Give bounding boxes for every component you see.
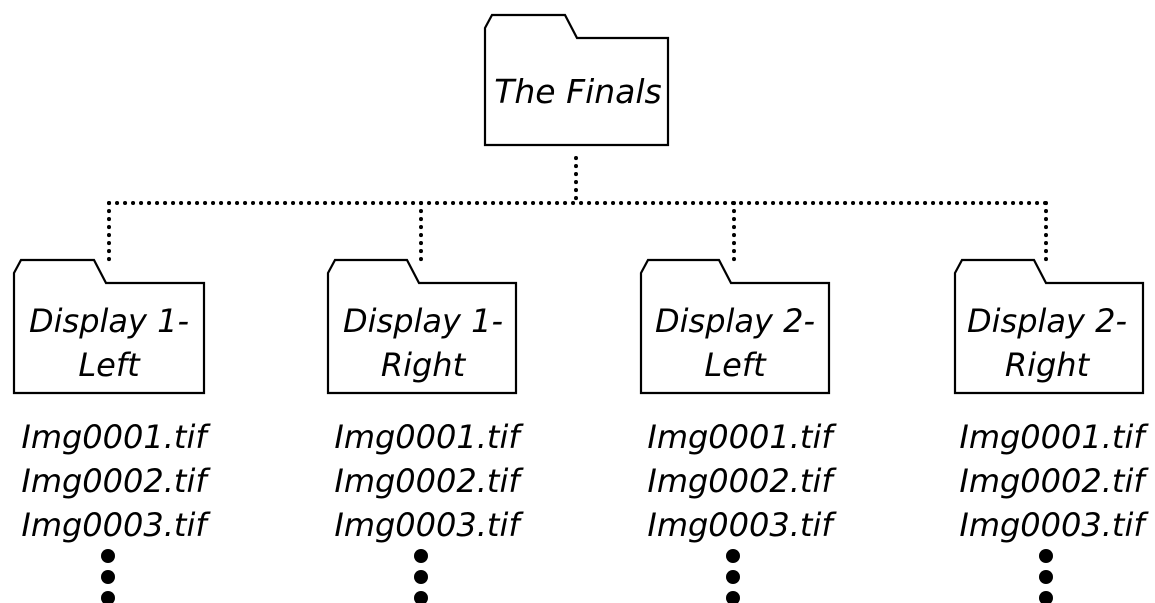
folder-display-2-right[interactable]: Display 2- Right [953, 258, 1145, 395]
folder-label-line-2: Left [78, 346, 141, 384]
folder-label-line-1: Display 2- [967, 302, 1127, 340]
vertical-ellipsis-icon [1039, 549, 1053, 603]
file-name[interactable]: Img0002.tif [21, 462, 211, 500]
root-folder-label: The Finals [494, 72, 662, 111]
file-name[interactable]: Img0002.tif [959, 462, 1149, 500]
folder-label-line-2: Right [1005, 346, 1091, 384]
folder-icon [483, 13, 670, 147]
file-name[interactable]: Img0001.tif [334, 418, 524, 456]
file-name[interactable]: Img0002.tif [647, 462, 837, 500]
folder-label-line-1: Display 1- [29, 302, 189, 340]
folder-icon [639, 258, 831, 395]
file-name[interactable]: Img0001.tif [647, 418, 837, 456]
folder-display-1-left[interactable]: Display 1- Left [12, 258, 206, 395]
folder-label-line-2: Left [704, 346, 767, 384]
file-name[interactable]: Img0001.tif [21, 418, 211, 456]
folder-icon [953, 258, 1145, 395]
folder-icon [326, 258, 518, 395]
folder-icon [12, 258, 206, 395]
file-name[interactable]: Img0003.tif [21, 506, 211, 544]
file-list-display-2-right: Img0001.tif Img0002.tif Img0003.tif [959, 418, 1149, 603]
file-name[interactable]: Img0001.tif [959, 418, 1149, 456]
file-name[interactable]: Img0003.tif [334, 506, 524, 544]
folder-label-line-2: Right [381, 346, 467, 384]
file-list-display-1-left: Img0001.tif Img0002.tif Img0003.tif [21, 418, 211, 603]
tree-connectors [107, 156, 1048, 265]
file-list-display-1-right: Img0001.tif Img0002.tif Img0003.tif [334, 418, 524, 603]
folder-label-line-1: Display 2- [655, 302, 815, 340]
root-folder[interactable]: The Finals [483, 13, 670, 147]
vertical-ellipsis-icon [101, 549, 115, 603]
folder-label-line-1: Display 1- [343, 302, 503, 340]
folder-display-1-right[interactable]: Display 1- Right [326, 258, 518, 395]
folder-display-2-left[interactable]: Display 2- Left [639, 258, 831, 395]
file-list-display-2-left: Img0001.tif Img0002.tif Img0003.tif [647, 418, 837, 603]
file-name[interactable]: Img0002.tif [334, 462, 524, 500]
file-name[interactable]: Img0003.tif [959, 506, 1149, 544]
vertical-ellipsis-icon [414, 549, 428, 603]
file-name[interactable]: Img0003.tif [647, 506, 837, 544]
vertical-ellipsis-icon [726, 549, 740, 603]
